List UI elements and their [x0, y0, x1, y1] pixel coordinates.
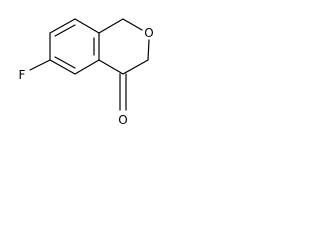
bond-c6-c5 — [49, 59, 76, 75]
fluorine-label: F — [19, 68, 26, 82]
bond-c6-f — [29, 59, 51, 71]
bond-c8a-c8 — [74, 18, 100, 34]
bond-o2-c3 — [147, 39, 150, 61]
ring-oxygen-label: O — [144, 26, 153, 40]
bond-c1-o2 — [122, 18, 143, 31]
carbonyl-oxygen-label: O — [118, 113, 127, 127]
double-bond-c8-c7-inner — [54, 24, 76, 37]
double-bond-c6-c5-inner — [54, 56, 76, 69]
molecule-structure: F O O — [19, 18, 154, 127]
bond-c4-c4a — [98, 59, 124, 75]
bond-c8a-c1 — [98, 18, 124, 34]
bond-c3-c4 — [122, 59, 149, 75]
bond-c5-c4a — [74, 59, 100, 75]
bond-c8-c7 — [49, 18, 76, 34]
